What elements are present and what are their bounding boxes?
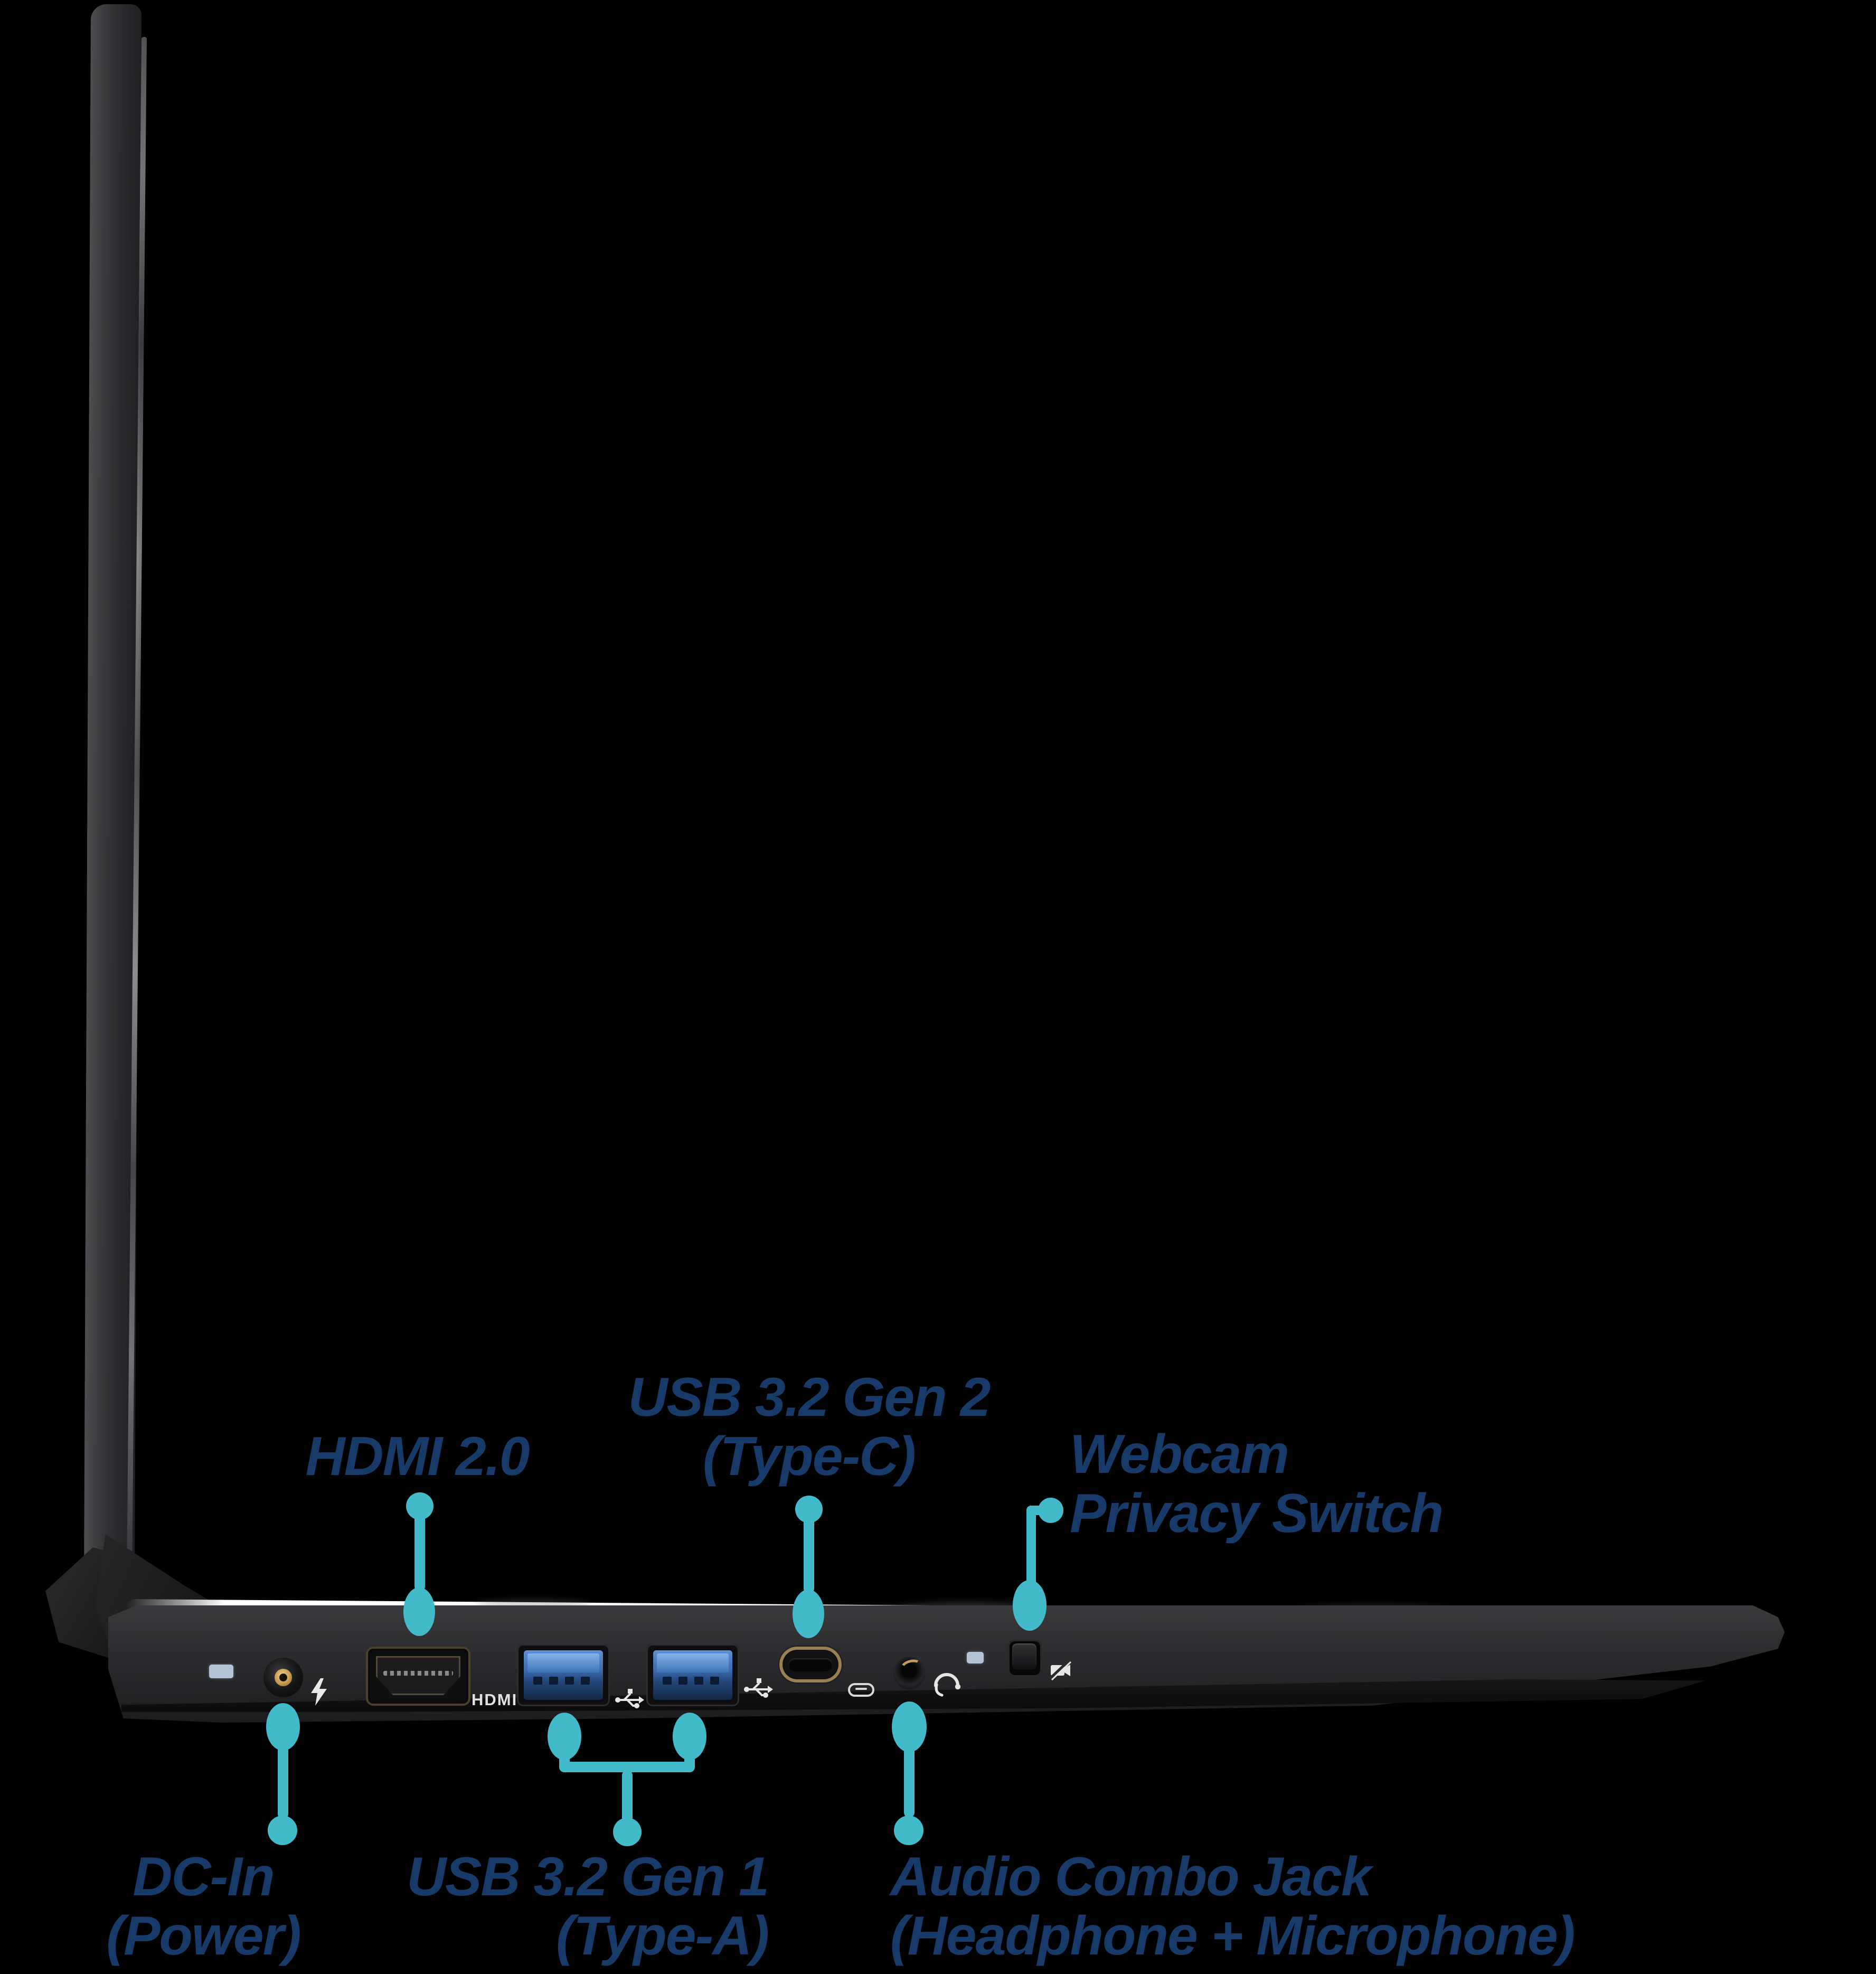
status-led bbox=[967, 1652, 984, 1663]
hdmi-molded-text: HDMI bbox=[472, 1690, 518, 1709]
label-hdmi-text: HDMI 2.0 bbox=[305, 1426, 530, 1487]
label-dc-line2: (Power) bbox=[106, 1905, 301, 1967]
hdmi-callout-line bbox=[414, 1511, 425, 1592]
label-audio-line2: (Headphone + Microphone) bbox=[890, 1905, 1575, 1967]
label-audio-jack: Audio Combo Jack (Headphone + Microphone… bbox=[890, 1847, 1682, 1966]
hdmi-callout-pointer bbox=[403, 1587, 435, 1636]
label-audio-line1: Audio Combo Jack bbox=[890, 1846, 1372, 1907]
label-dc-line1: DC-In bbox=[133, 1846, 275, 1907]
usb-a-callout-dot bbox=[613, 1818, 642, 1846]
hdmi-port-opening bbox=[376, 1656, 460, 1695]
hdmi-port-pins bbox=[383, 1671, 453, 1676]
lightning-bolt-icon bbox=[311, 1678, 327, 1706]
label-usb-a-line2: (Type-A) bbox=[556, 1905, 769, 1967]
usb-a-callout-line bbox=[622, 1770, 633, 1823]
usb-c-port-opening bbox=[788, 1658, 833, 1671]
dc-callout-line bbox=[278, 1743, 288, 1819]
label-webcam-line1: Webcam bbox=[1070, 1424, 1289, 1485]
headset-icon bbox=[934, 1673, 961, 1697]
dc-callout-dot bbox=[268, 1816, 297, 1845]
usb-c-callout-pointer bbox=[793, 1590, 824, 1638]
label-usb-c: USB 3.2 Gen 2 (Type-C) bbox=[598, 1368, 1020, 1486]
webcam-callout-pointer bbox=[1013, 1580, 1047, 1631]
audio-callout-line bbox=[904, 1743, 915, 1818]
usb-c-callout-line bbox=[804, 1515, 814, 1594]
webcam-callout-line bbox=[1026, 1506, 1036, 1586]
label-usb-c-line1: USB 3.2 Gen 2 bbox=[628, 1367, 991, 1428]
label-dc-in: DC-In (Power) bbox=[45, 1847, 362, 1966]
power-led bbox=[209, 1665, 233, 1678]
label-hdmi: HDMI 2.0 bbox=[232, 1427, 602, 1486]
webcam-privacy-switch-knob bbox=[1012, 1643, 1036, 1670]
usb-a-port-1-tongue bbox=[527, 1653, 599, 1672]
label-webcam-switch: Webcam Privacy Switch bbox=[1070, 1425, 1545, 1543]
usb-a-port-1-opening bbox=[524, 1650, 603, 1700]
label-usb-a-line1: USB 3.2 Gen 1 bbox=[407, 1846, 769, 1907]
usb-trident-icon bbox=[744, 1678, 773, 1698]
audio-callout-dot bbox=[894, 1816, 923, 1845]
dc-in-pin-hole bbox=[279, 1674, 287, 1681]
usb-a-port-2-tongue bbox=[657, 1653, 729, 1672]
label-webcam-line2: Privacy Switch bbox=[1070, 1483, 1444, 1544]
usb-c-icon bbox=[848, 1683, 874, 1697]
label-usb-c-line2: (Type-C) bbox=[703, 1426, 916, 1487]
camera-slash-icon bbox=[1049, 1660, 1072, 1681]
audio-combo-jack-port bbox=[893, 1657, 925, 1689]
label-usb-a: USB 3.2 Gen 1 (Type-A) bbox=[378, 1846, 769, 1967]
usb-a-port-2 bbox=[646, 1644, 739, 1706]
usb-a-port-1 bbox=[517, 1644, 610, 1706]
usb-a-bracket-bar bbox=[559, 1762, 695, 1772]
usb-a-port-2-opening bbox=[653, 1650, 732, 1700]
usb-trident-icon bbox=[615, 1689, 644, 1708]
